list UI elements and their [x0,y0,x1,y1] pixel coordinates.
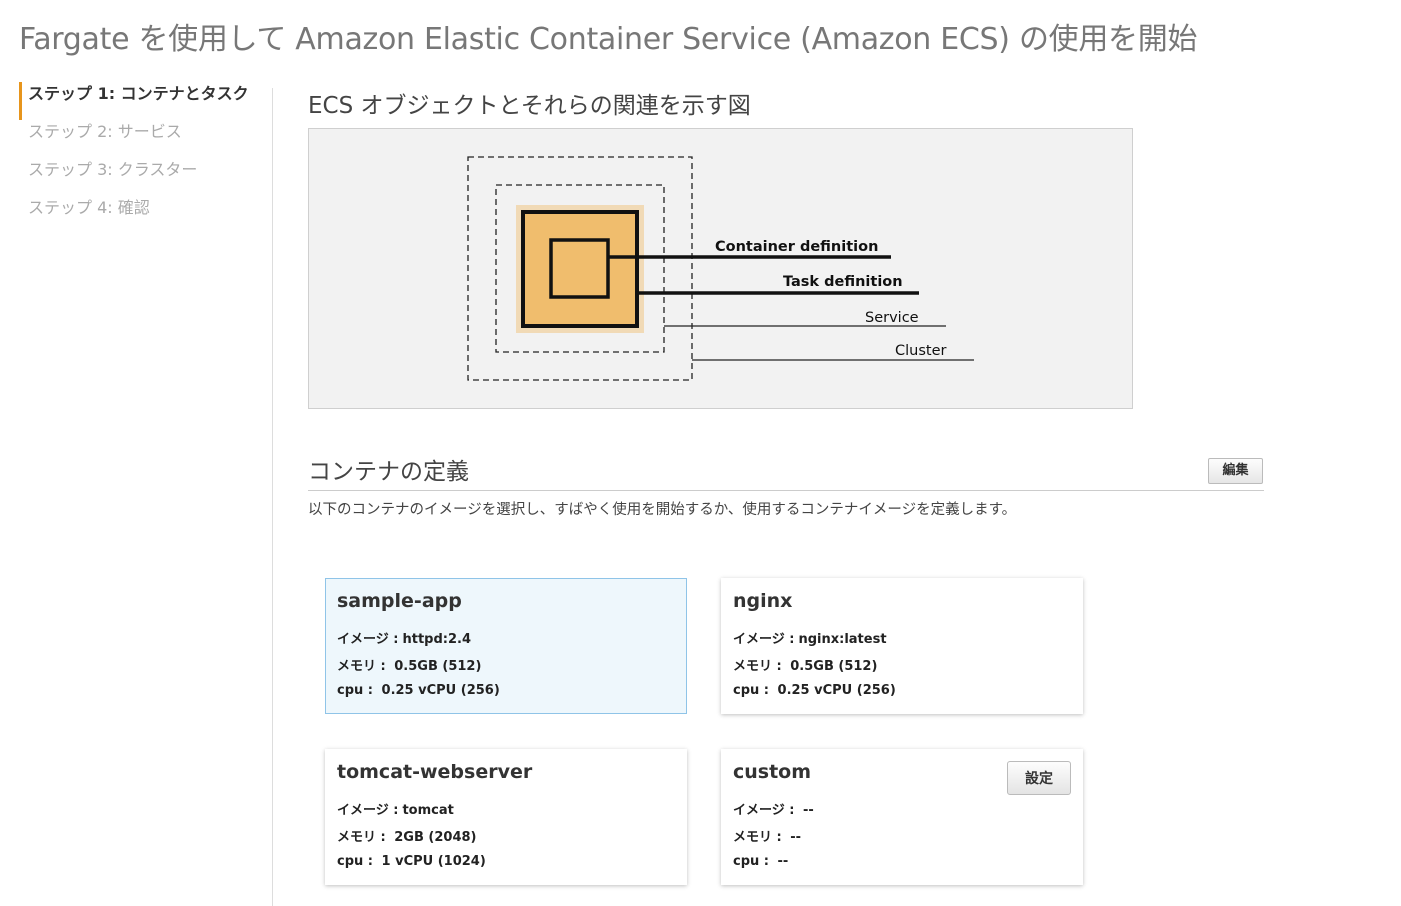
cpu-value: -- [777,854,789,869]
ecs-diagram-svg: Container definition Task definition Ser… [467,156,974,381]
cpu-label: cpu : [733,854,769,869]
memory-value: 0.5GB (512) [790,659,878,674]
section-description: 以下のコンテナのイメージを選択し、すばやく使用を開始するか、使用するコンテナイメ… [308,502,1017,518]
memory-value: 0.5GB (512) [394,659,482,674]
container-definition-title: コンテナの定義 [308,459,469,485]
image-value: nginx:latest [798,632,887,647]
image-label: イメージ : [337,632,399,647]
image-label: イメージ : [337,803,399,818]
edit-button[interactable]: 編集 [1208,458,1263,484]
memory-row: メモリ : 0.5GB (512) [733,655,877,674]
task-definition-glow [516,205,644,333]
memory-label: メモリ : [337,830,386,845]
card-title: sample-app [337,590,462,612]
cpu-value: 0.25 vCPU (256) [381,683,500,698]
step-2-service[interactable]: ステップ 2: サービス [28,122,182,141]
image-row: イメージ :httpd:2.4 [337,628,471,647]
container-definition-label: Container definition [715,239,878,255]
memory-label: メモリ : [733,659,782,674]
card-title: custom [733,761,812,783]
card-nginx[interactable]: nginx イメージ :nginx:latest メモリ : 0.5GB (51… [721,578,1083,714]
section-divider [308,490,1264,491]
cpu-value: 1 vCPU (1024) [381,854,486,869]
image-value: tomcat [402,803,454,818]
memory-row: メモリ : -- [733,826,801,845]
diagram-title: ECS オブジェクトとそれらの関連を示す図 [308,93,751,119]
cpu-row: cpu : 0.25 vCPU (256) [733,683,896,698]
wizard-steps: ステップ 1: コンテナとタスク ステップ 2: サービス ステップ 3: クラ… [19,82,259,234]
step-4-review[interactable]: ステップ 4: 確認 [28,198,150,217]
service-label: Service [865,310,919,326]
configure-button[interactable]: 設定 [1007,761,1071,795]
step-3-cluster[interactable]: ステップ 3: クラスター [28,160,198,179]
page-title: Fargate を使用して Amazon Elastic Container S… [19,22,1198,57]
memory-label: メモリ : [733,830,782,845]
memory-value: 2GB (2048) [394,830,477,845]
card-custom[interactable]: custom 設定 イメージ : -- メモリ : -- cpu : -- [721,749,1083,885]
service-box [495,184,665,353]
image-row: イメージ :nginx:latest [733,628,887,647]
memory-value: -- [790,830,802,845]
card-title: tomcat-webserver [337,761,533,783]
image-value: -- [803,803,814,818]
vertical-divider [272,88,273,906]
memory-row: メモリ : 2GB (2048) [337,826,476,845]
cluster-label: Cluster [895,343,947,359]
memory-label: メモリ : [337,659,386,674]
cpu-row: cpu : 0.25 vCPU (256) [337,683,500,698]
card-title: nginx [733,590,793,612]
task-definition-label: Task definition [783,274,903,290]
image-value: httpd:2.4 [402,632,471,647]
image-label: イメージ : [733,803,795,818]
image-label: イメージ : [733,632,795,647]
cpu-value: 0.25 vCPU (256) [777,683,896,698]
card-sample-app[interactable]: sample-app イメージ :httpd:2.4 メモリ : 0.5GB (… [325,578,687,714]
memory-row: メモリ : 0.5GB (512) [337,655,481,674]
image-row: イメージ : -- [733,799,814,818]
cpu-label: cpu : [337,683,373,698]
ecs-diagram: Container definition Task definition Ser… [308,128,1133,409]
image-row: イメージ :tomcat [337,799,454,818]
cluster-box [467,156,693,381]
card-tomcat-webserver[interactable]: tomcat-webserver イメージ :tomcat メモリ : 2GB … [325,749,687,885]
container-definition-box [549,238,610,299]
cpu-label: cpu : [337,854,373,869]
cpu-row: cpu : 1 vCPU (1024) [337,854,486,869]
step-1-containers-tasks[interactable]: ステップ 1: コンテナとタスク [19,82,259,120]
cpu-row: cpu : -- [733,854,788,869]
cpu-label: cpu : [733,683,769,698]
